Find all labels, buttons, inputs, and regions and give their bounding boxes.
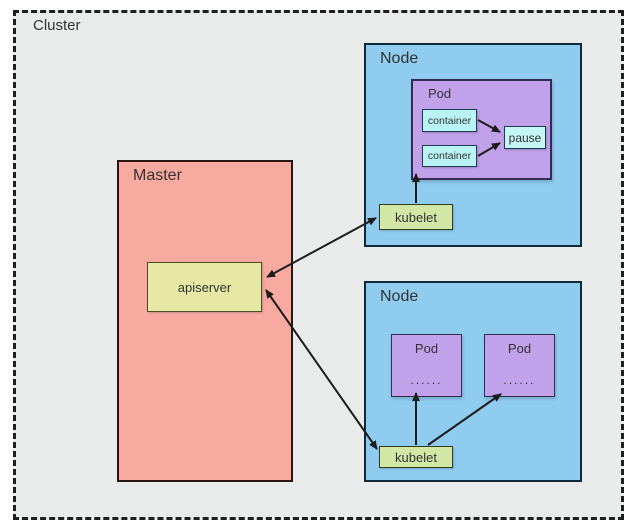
master-label: Master: [133, 167, 182, 184]
node-bottom-label: Node: [380, 288, 419, 305]
node-top-label: Node: [380, 50, 419, 67]
kubelet-label: kubelet: [395, 209, 437, 225]
container-box: container: [422, 109, 477, 132]
container-label: container: [427, 114, 472, 127]
pod-box-1: Pod ......: [391, 334, 462, 397]
pod-ellipsis: ......: [410, 373, 443, 387]
pod-box-2: Pod ......: [484, 334, 555, 397]
apiserver-label: apiserver: [177, 279, 232, 295]
kubelet-box-top: kubelet: [379, 204, 453, 230]
master-box: Master apiserver: [117, 160, 293, 482]
node-bottom-box: Node Pod ...... Pod ...... kubelet: [364, 281, 582, 482]
kubelet-label: kubelet: [395, 449, 437, 465]
kubelet-box-bottom: kubelet: [379, 446, 453, 468]
pod-top-label: Pod: [428, 86, 452, 101]
pod-ellipsis: ......: [503, 373, 536, 387]
apiserver-box: apiserver: [147, 262, 262, 312]
pause-label: pause: [508, 130, 542, 145]
pod-label: Pod: [507, 341, 532, 356]
pod-label: Pod: [414, 341, 439, 356]
cluster-label: Cluster: [33, 17, 81, 34]
pause-box: pause: [504, 126, 546, 149]
cluster-boundary: Cluster Master apiserver Node Pod contai…: [13, 10, 624, 520]
container-box: container: [422, 145, 477, 167]
pod-box-top: Pod container container pause: [411, 79, 552, 180]
node-top-box: Node Pod container container pause kubel…: [364, 43, 582, 247]
container-label: container: [427, 150, 472, 162]
